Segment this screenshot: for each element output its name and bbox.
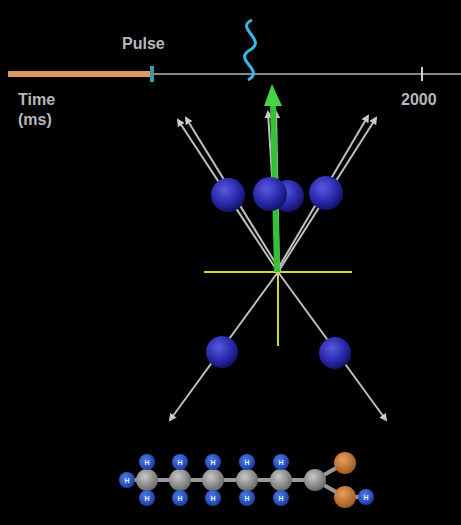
hydrogen-atoms [119, 454, 374, 506]
atom-symbol: H [278, 495, 283, 502]
atom-symbol: H [177, 459, 182, 466]
spin-sphere [206, 336, 238, 368]
spin-sphere [309, 176, 343, 210]
atom-symbol: H [124, 477, 129, 484]
hydrogen-atom [139, 454, 155, 470]
hydrogen-atom [358, 489, 374, 505]
atom-symbol: H [144, 459, 149, 466]
spin-spheres [206, 176, 351, 369]
spin-sphere [319, 337, 351, 369]
oxygen-atoms [334, 452, 356, 508]
oxygen-atom [334, 452, 356, 474]
hydrogen-atom [172, 454, 188, 470]
time-axis [150, 73, 461, 75]
hydrogen-atom [205, 454, 221, 470]
spin-vector [170, 272, 278, 420]
hydrogen-atom [172, 490, 188, 506]
pulse-marker [150, 66, 154, 82]
carbon-atom [304, 469, 326, 491]
axis-value: 2000 [401, 90, 437, 110]
carbon-atom [270, 469, 292, 491]
hydrogen-atom [239, 454, 255, 470]
atom-symbol: H [144, 495, 149, 502]
hydrogen-atom [119, 472, 135, 488]
hydrogen-atom [239, 490, 255, 506]
timeline [8, 20, 461, 82]
green-arrowhead [264, 84, 282, 106]
pre-pulse-bar [8, 71, 151, 77]
atom-symbol: H [363, 494, 368, 501]
axis-tick [421, 67, 423, 81]
hydrogen-atom [273, 490, 289, 506]
atom-symbol: H [244, 459, 249, 466]
spin-vector [278, 272, 386, 420]
spin-sphere [253, 177, 287, 211]
atom-symbol: H [278, 459, 283, 466]
carbon-atom [236, 469, 258, 491]
oxygen-atom [334, 486, 356, 508]
carbon-atom [202, 469, 224, 491]
carbon-atom [136, 469, 158, 491]
hydrogen-atom [139, 490, 155, 506]
hydrogen-atom [205, 490, 221, 506]
rf-wave [245, 20, 256, 80]
carbon-atoms [136, 469, 326, 491]
hydrogen-atom [273, 454, 289, 470]
atom-symbol: H [177, 495, 182, 502]
axis-title: Time (ms) [18, 90, 64, 130]
atom-symbol: H [210, 459, 215, 466]
carbon-atom [169, 469, 191, 491]
atom-symbol: H [210, 495, 215, 502]
spin-sphere [211, 178, 245, 212]
atom-symbol: H [244, 495, 249, 502]
pulse-label: Pulse [122, 34, 165, 54]
